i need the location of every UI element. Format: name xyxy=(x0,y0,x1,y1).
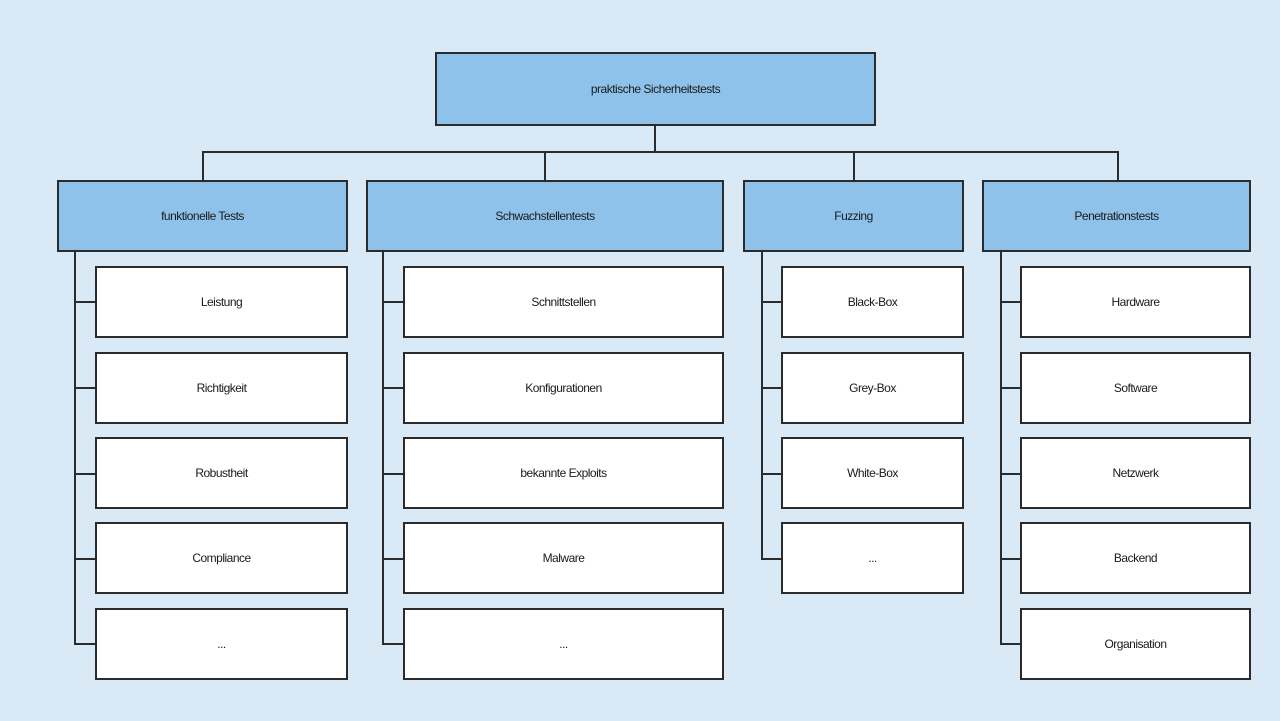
item-node: Compliance xyxy=(95,522,348,594)
item-connector xyxy=(74,301,96,303)
item-node: Organisation xyxy=(1020,608,1251,680)
item-connector xyxy=(1000,301,1020,303)
item-node: ... xyxy=(95,608,348,680)
category-drop-line-1 xyxy=(202,151,204,182)
item-node: Backend xyxy=(1020,522,1251,594)
item-node: Hardware xyxy=(1020,266,1251,338)
category-drop-line-3 xyxy=(853,151,855,182)
item-node: ... xyxy=(403,608,724,680)
item-connector xyxy=(1000,558,1020,560)
root-stem-line xyxy=(654,124,656,152)
column-spine-1 xyxy=(74,250,76,645)
column-spine-3 xyxy=(761,250,763,560)
category-header: Schwachstellentests xyxy=(366,180,724,252)
item-connector xyxy=(1000,473,1020,475)
item-connector xyxy=(761,301,781,303)
category-drop-line-2 xyxy=(544,151,546,182)
item-connector xyxy=(382,643,404,645)
item-connector xyxy=(74,643,96,645)
category-header: Penetrationstests xyxy=(982,180,1251,252)
item-node: Grey-Box xyxy=(781,352,964,424)
item-node: Robustheit xyxy=(95,437,348,509)
category-header: funktionelle Tests xyxy=(57,180,348,252)
item-connector xyxy=(382,558,404,560)
item-connector xyxy=(74,558,96,560)
category-header: Fuzzing xyxy=(743,180,964,252)
item-connector xyxy=(74,387,96,389)
item-node: Netzwerk xyxy=(1020,437,1251,509)
item-node: Schnittstellen xyxy=(403,266,724,338)
item-connector xyxy=(382,301,404,303)
item-connector xyxy=(761,387,781,389)
item-connector xyxy=(761,558,781,560)
item-node: White-Box xyxy=(781,437,964,509)
column-spine-4 xyxy=(1000,250,1002,645)
item-connector xyxy=(761,473,781,475)
item-node: Black-Box xyxy=(781,266,964,338)
item-node: Malware xyxy=(403,522,724,594)
item-connector xyxy=(74,473,96,475)
item-node: Richtigkeit xyxy=(95,352,348,424)
item-node: Leistung xyxy=(95,266,348,338)
column-spine-2 xyxy=(382,250,384,645)
item-node: bekannte Exploits xyxy=(403,437,724,509)
item-connector xyxy=(382,387,404,389)
item-connector xyxy=(1000,643,1020,645)
category-bus-line xyxy=(202,151,1119,153)
item-connector xyxy=(1000,387,1020,389)
item-node: ... xyxy=(781,522,964,594)
item-node: Konfigurationen xyxy=(403,352,724,424)
category-drop-line-4 xyxy=(1117,151,1119,182)
item-node: Software xyxy=(1020,352,1251,424)
root-node: praktische Sicherheitstests xyxy=(435,52,876,126)
item-connector xyxy=(382,473,404,475)
